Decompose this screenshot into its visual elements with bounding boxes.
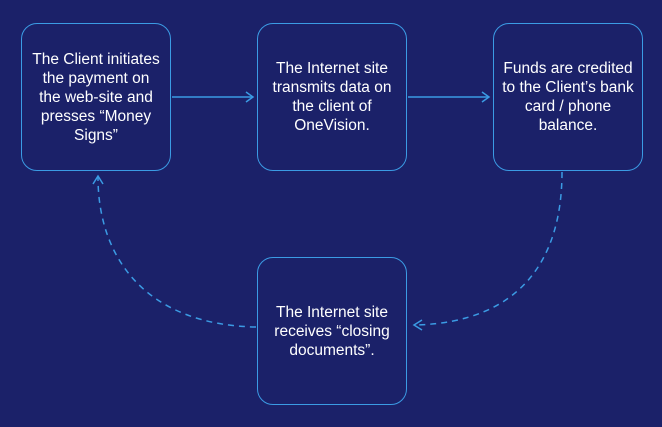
step-4-text: The Internet site receives “closing docu… — [274, 303, 390, 359]
arrow-step3-to-step4 — [412, 171, 563, 331]
step-3-box: Funds are credited to the Client’s bank … — [493, 23, 643, 171]
step-4-box: The Internet site receives “closing docu… — [257, 257, 407, 405]
step-2-text: The Internet site transmits data on the … — [272, 60, 392, 134]
step-1-box: The Client initiates the payment on the … — [21, 23, 171, 171]
step-2-box: The Internet site transmits data on the … — [257, 23, 407, 171]
arrow-step1-to-step2 — [172, 91, 255, 103]
step-1-text: The Client initiates the payment on the … — [32, 50, 160, 144]
arrow-step4-to-step1 — [92, 174, 257, 328]
arrow-step2-to-step3 — [408, 91, 491, 103]
step-3-text: Funds are credited to the Client’s bank … — [502, 60, 634, 134]
